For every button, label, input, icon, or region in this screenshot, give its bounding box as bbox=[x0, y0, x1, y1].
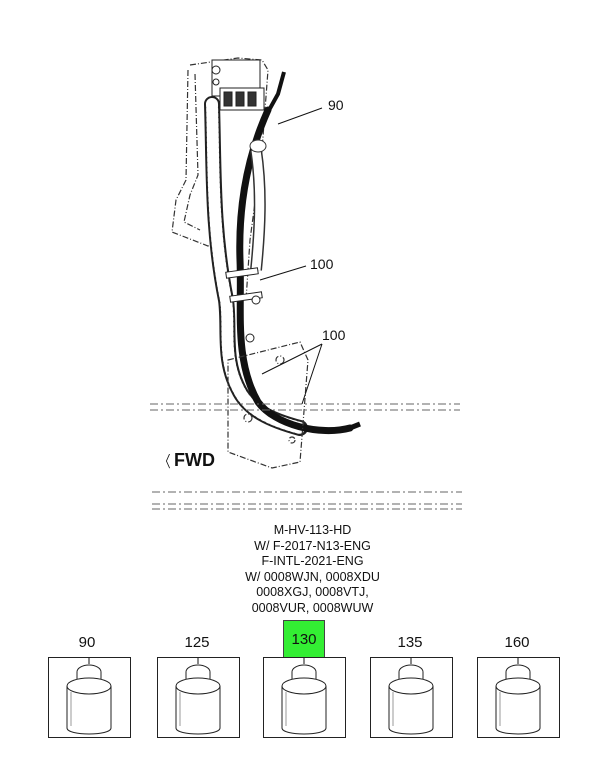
thumbnail-125[interactable] bbox=[157, 654, 240, 738]
model-line: W/ 0008WJN, 0008XDU bbox=[245, 569, 380, 584]
can-icon bbox=[495, 654, 541, 735]
model-line: 0008VUR, 0008WUW bbox=[251, 600, 374, 615]
thumb-label-90[interactable]: 90 bbox=[78, 634, 96, 651]
model-line: 0008XGJ, 0008VTJ, bbox=[256, 585, 369, 599]
arrow-left-icon: 〈 bbox=[159, 454, 171, 471]
thumb-label-130-selected[interactable]: 130 bbox=[283, 620, 325, 660]
model-line: W/ F-2017-N13-ENG bbox=[254, 538, 371, 553]
thumbnail-90[interactable] bbox=[48, 654, 131, 738]
can-icon bbox=[175, 654, 221, 735]
model-line: M-HV-113-HD bbox=[273, 523, 352, 537]
callout-100-lower: 100 bbox=[322, 327, 346, 343]
model-applicability: M-HV-113-HD W/ F-2017-N13-ENG F-INTL-202… bbox=[170, 523, 455, 616]
can-icon bbox=[388, 654, 434, 735]
model-line: F-INTL-2021-ENG bbox=[261, 554, 364, 568]
thumb-label-135[interactable]: 135 bbox=[397, 634, 423, 651]
thumbnail-160[interactable] bbox=[477, 654, 560, 738]
callout-100-upper: 100 bbox=[310, 256, 334, 272]
thumbnail-130[interactable] bbox=[263, 654, 346, 738]
can-icon bbox=[281, 654, 327, 735]
can-icon bbox=[66, 654, 112, 735]
forward-indicator: 〈 FWD bbox=[157, 448, 215, 472]
callout-90: 90 bbox=[328, 97, 344, 113]
thumb-label-125[interactable]: 125 bbox=[184, 634, 210, 651]
fwd-label: FWD bbox=[174, 449, 215, 470]
thumbnail-135[interactable] bbox=[370, 654, 453, 738]
thumb-label-160[interactable]: 160 bbox=[504, 634, 530, 651]
